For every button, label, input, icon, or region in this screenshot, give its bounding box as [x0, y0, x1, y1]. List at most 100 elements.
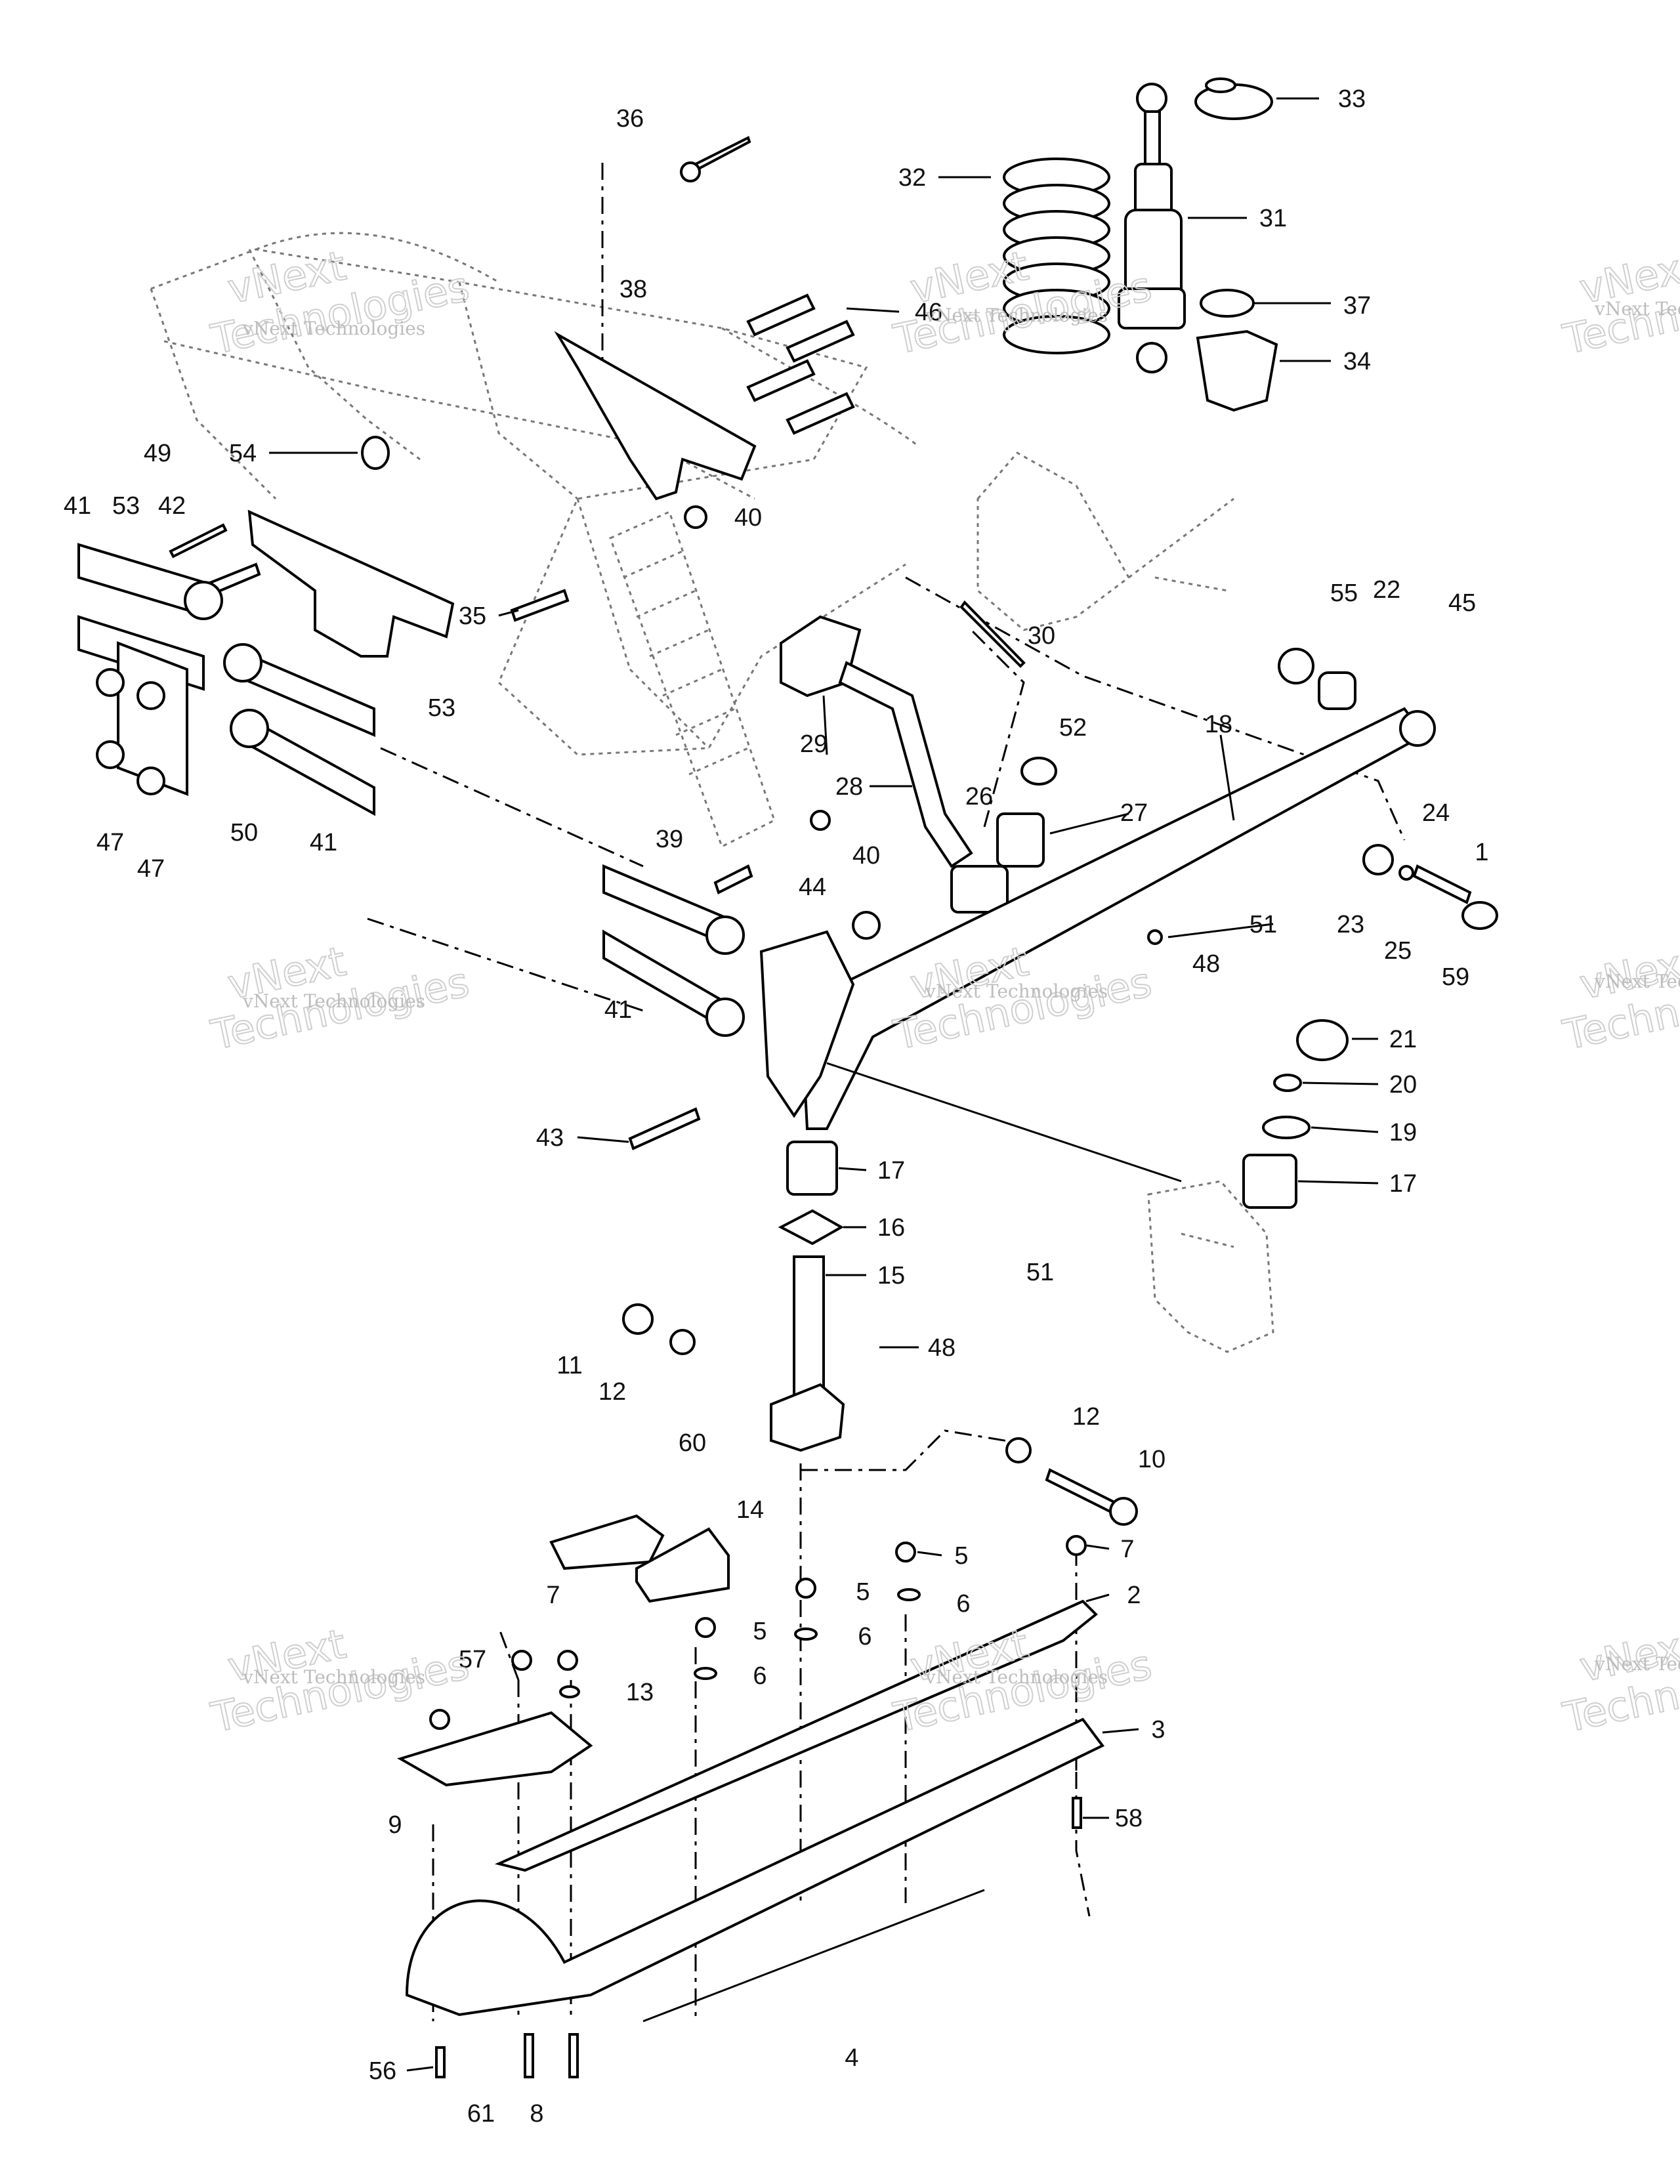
callout-1: 1	[1475, 839, 1488, 866]
ski-3	[405, 1717, 1105, 2017]
callout-11: 11	[556, 1352, 582, 1379]
cap-37	[1200, 289, 1255, 318]
callout-13: 13	[626, 1679, 654, 1706]
callout-59: 59	[1442, 963, 1469, 991]
callout-32: 32	[898, 164, 926, 192]
watermark-small: vNext Technologies	[242, 1666, 425, 1688]
callout-40: 40	[852, 842, 880, 870]
plate-49	[247, 509, 455, 658]
watermark-small: vNext Technologies	[242, 318, 425, 339]
clip-20	[1273, 1074, 1302, 1092]
clamp-27	[996, 812, 1045, 868]
watermark-small: vNext Technologies	[925, 980, 1108, 1002]
callout-21: 21	[1389, 1026, 1417, 1053]
swing-arm-18	[799, 707, 1426, 1130]
adjuster-34	[1196, 329, 1278, 412]
callout-7: 7	[1120, 1536, 1134, 1563]
callout-30: 30	[1028, 622, 1055, 650]
callout-48: 48	[928, 1334, 956, 1362]
callout-48: 48	[1192, 950, 1220, 978]
callout-47: 47	[96, 829, 124, 856]
skag-9	[396, 1711, 593, 1787]
callout-3: 3	[1151, 1716, 1165, 1744]
callout-44: 44	[799, 873, 826, 901]
watermark-small: vNext Technologies	[242, 990, 425, 1012]
bushing-17r	[1242, 1154, 1297, 1209]
callout-54: 54	[229, 440, 257, 467]
watermark-small: vNext Technologies	[1594, 298, 1680, 320]
callout-31: 31	[1259, 205, 1287, 232]
nut-11	[622, 1303, 654, 1335]
bolt-39	[713, 864, 753, 894]
callout-36: 36	[616, 105, 644, 133]
callout-17: 17	[877, 1157, 905, 1185]
callout-41: 41	[604, 996, 632, 1024]
callout-25: 25	[1384, 937, 1412, 965]
callout-37: 37	[1343, 292, 1371, 320]
bolt-10	[1045, 1468, 1118, 1515]
callout-22: 22	[1373, 576, 1400, 604]
bushing-17	[786, 1141, 838, 1196]
callout-40: 40	[734, 504, 762, 532]
callout-51: 51	[1026, 1259, 1054, 1286]
washer-24	[1398, 865, 1414, 881]
spindle-15	[793, 1255, 825, 1402]
parts	[77, 77, 1498, 2078]
callout-17: 17	[1389, 1170, 1417, 1198]
callout-39: 39	[656, 826, 683, 853]
watermark-small: vNext Technologies	[1594, 971, 1680, 992]
spindle-housing-ghost	[976, 452, 1274, 1353]
frame-ghost	[150, 232, 919, 756]
watermark-small: vNext Technologies	[925, 1666, 1108, 1688]
callout-56: 56	[369, 2057, 396, 2085]
callout-49: 49	[144, 440, 171, 467]
callout-23: 23	[1337, 911, 1364, 938]
nut-40b	[810, 810, 831, 831]
callout-41: 41	[310, 829, 337, 856]
callout-16: 16	[877, 1214, 905, 1242]
fitting-48	[1147, 929, 1163, 945]
washer-23	[1362, 844, 1394, 875]
cap-52	[1020, 757, 1057, 786]
callout-2: 2	[1127, 1582, 1141, 1609]
nut-40	[684, 505, 707, 529]
clamp-26	[950, 865, 1009, 914]
callout-38: 38	[620, 276, 647, 303]
callout-9: 9	[388, 1811, 402, 1839]
callout-41: 41	[64, 492, 91, 520]
callout-26: 26	[965, 783, 993, 810]
callout-52: 52	[1059, 714, 1087, 742]
rivet-30	[959, 600, 1026, 668]
callout-50: 50	[230, 819, 258, 847]
callout-46: 46	[915, 299, 942, 326]
bolt-43	[628, 1107, 701, 1150]
bushing-12	[669, 1329, 696, 1355]
callout-4: 4	[845, 2044, 858, 2072]
cap-59	[1461, 901, 1498, 930]
callout-53: 53	[428, 694, 455, 722]
callout-12: 12	[598, 1378, 626, 1406]
callout-58: 58	[1115, 1805, 1143, 1832]
callout-12: 12	[1072, 1403, 1100, 1431]
bushing-12b	[1005, 1437, 1032, 1463]
callout-7: 7	[546, 1582, 560, 1609]
watermark-small: vNext Technologies	[925, 304, 1108, 326]
callout-51: 51	[1250, 911, 1277, 938]
callout-6: 6	[753, 1662, 766, 1690]
callout-34: 34	[1343, 348, 1371, 375]
watermark-small: vNext Technologies	[1594, 1653, 1680, 1675]
callout-61: 61	[467, 2100, 495, 2128]
runner-4	[642, 1889, 985, 2023]
callout-20: 20	[1389, 1071, 1417, 1099]
cap-21	[1296, 1019, 1349, 1061]
callout-5: 5	[753, 1618, 766, 1645]
callout-19: 19	[1389, 1119, 1417, 1146]
spring-32	[1003, 158, 1110, 354]
callout-15: 15	[877, 1262, 905, 1290]
shock-ghost	[609, 510, 776, 849]
bushing-22	[1318, 671, 1356, 710]
bolt-25	[1412, 864, 1472, 904]
callout-10: 10	[1138, 1446, 1166, 1473]
nut-44	[852, 911, 881, 940]
